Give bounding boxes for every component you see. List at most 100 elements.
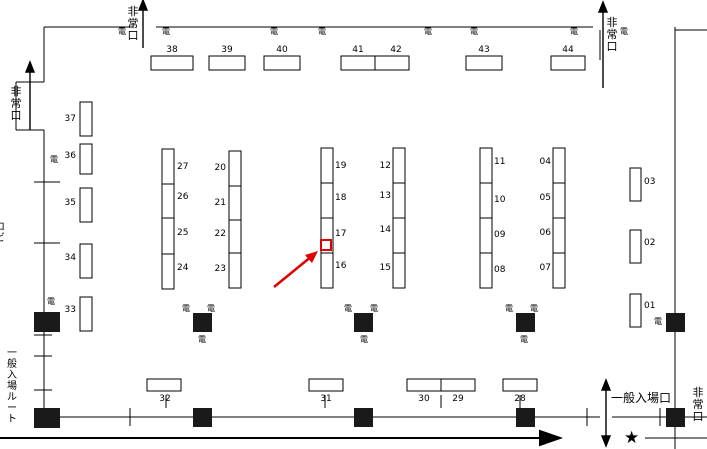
booth-number: 19 [335,161,347,171]
general-entrance-route: 一般入場ルート [7,348,17,425]
booth-11: 11 [479,147,505,184]
emergency-exit-left: 非常口 [10,85,22,122]
star-icon: ★ [624,428,640,448]
power-outlet-mark: 電 [470,27,478,36]
booth-number: 24 [177,263,189,273]
booth-21: 21 [215,185,242,221]
booth-number: 21 [215,198,226,208]
power-outlet-mark: 電 [50,155,58,164]
booth-box [79,101,93,137]
power-outlet-mark: 電 [162,27,170,36]
booth-12: 12 [380,147,406,184]
highlighted-booth-box [320,239,332,251]
power-outlet-mark: 電 [47,297,55,306]
booth-06: 06 [540,217,566,254]
booth-number: 11 [494,157,505,167]
booth-number: 41 [352,45,363,55]
booth-box [79,143,93,175]
booth-number: 17 [335,229,346,239]
booth-number: 33 [65,305,76,315]
hall-walls [15,26,707,449]
booth-box [440,378,476,392]
booth-24: 24 [161,253,189,290]
booth-05: 05 [540,182,566,219]
booth-number: 05 [540,193,551,203]
booth-box [228,219,242,254]
booth-box [629,167,642,202]
booth-number: 04 [540,157,552,167]
booth-number: 35 [65,198,76,208]
booth-box [374,55,410,71]
power-outlet-mark: 電 [654,317,662,326]
pillar [516,408,535,427]
booth-box [479,147,493,184]
booth-number: 14 [380,225,392,235]
booth-box [208,55,246,71]
booth-41: 41 [340,45,376,71]
booth-box [392,182,406,219]
booth-34: 34 [65,243,93,279]
pillar [354,408,373,427]
booth-26: 26 [161,183,189,219]
power-outlet-mark: 電 [370,304,378,313]
booth-box [146,378,182,392]
power-outlet-mark: 電 [118,27,126,36]
pillar [34,408,60,428]
booth-number: 37 [65,114,76,124]
pillars [34,312,685,428]
booth-number: 34 [65,253,77,263]
booth-box [150,55,194,71]
booth-number: 23 [215,264,226,274]
booth-number: 02 [644,238,655,248]
emergency-exit-top-right: 非常口 [606,16,618,53]
pillar [516,313,535,332]
booth-box [161,217,175,255]
booth-number: 30 [418,394,430,404]
booth-box [552,147,566,184]
booth-number: 44 [562,45,574,55]
booth-box [629,229,642,264]
booth-box [392,147,406,184]
booth-number: 31 [320,394,331,404]
booth-29: 29 [440,378,476,404]
booth-number: 09 [494,230,506,240]
booth-number: 27 [177,162,188,172]
booth-box [552,252,566,289]
booth-box [406,378,442,392]
booth-box [479,217,493,254]
power-outlet-mark: 電 [424,27,432,36]
booth-box [629,293,642,328]
booth-number: 38 [166,45,178,55]
booth-box [550,55,586,71]
booth-box [79,187,93,223]
booth-box [479,252,493,289]
booth-box [479,182,493,219]
booth-number: 22 [215,229,226,239]
booth-13: 13 [380,182,406,219]
booth-04: 04 [540,147,566,184]
lobby-label-cut: ロビ [0,222,6,244]
exit-arrows [24,0,612,448]
booth-number: 28 [514,394,526,404]
booth-box [161,148,175,185]
booth-03: 03 [629,167,655,202]
general-entrance: 一般入場口 [611,391,672,405]
pillar [354,313,373,332]
booth-box [465,55,503,71]
booth-15: 15 [380,252,406,289]
emergency-exit-top-left: 非常口 [127,5,139,42]
booth-box [228,150,242,187]
booth-number: 18 [335,193,347,203]
pillar [34,312,60,332]
booth-box [161,253,175,290]
booth-number: 26 [177,192,189,202]
booth-08: 08 [479,252,506,289]
booth-box [228,185,242,221]
booth-number: 39 [221,45,233,55]
booth-number: 36 [65,151,77,161]
power-outlet-mark: 電 [530,304,538,313]
booth-19: 19 [320,147,347,184]
booth-17: 17 [320,217,346,254]
booth-42: 42 [374,45,410,71]
